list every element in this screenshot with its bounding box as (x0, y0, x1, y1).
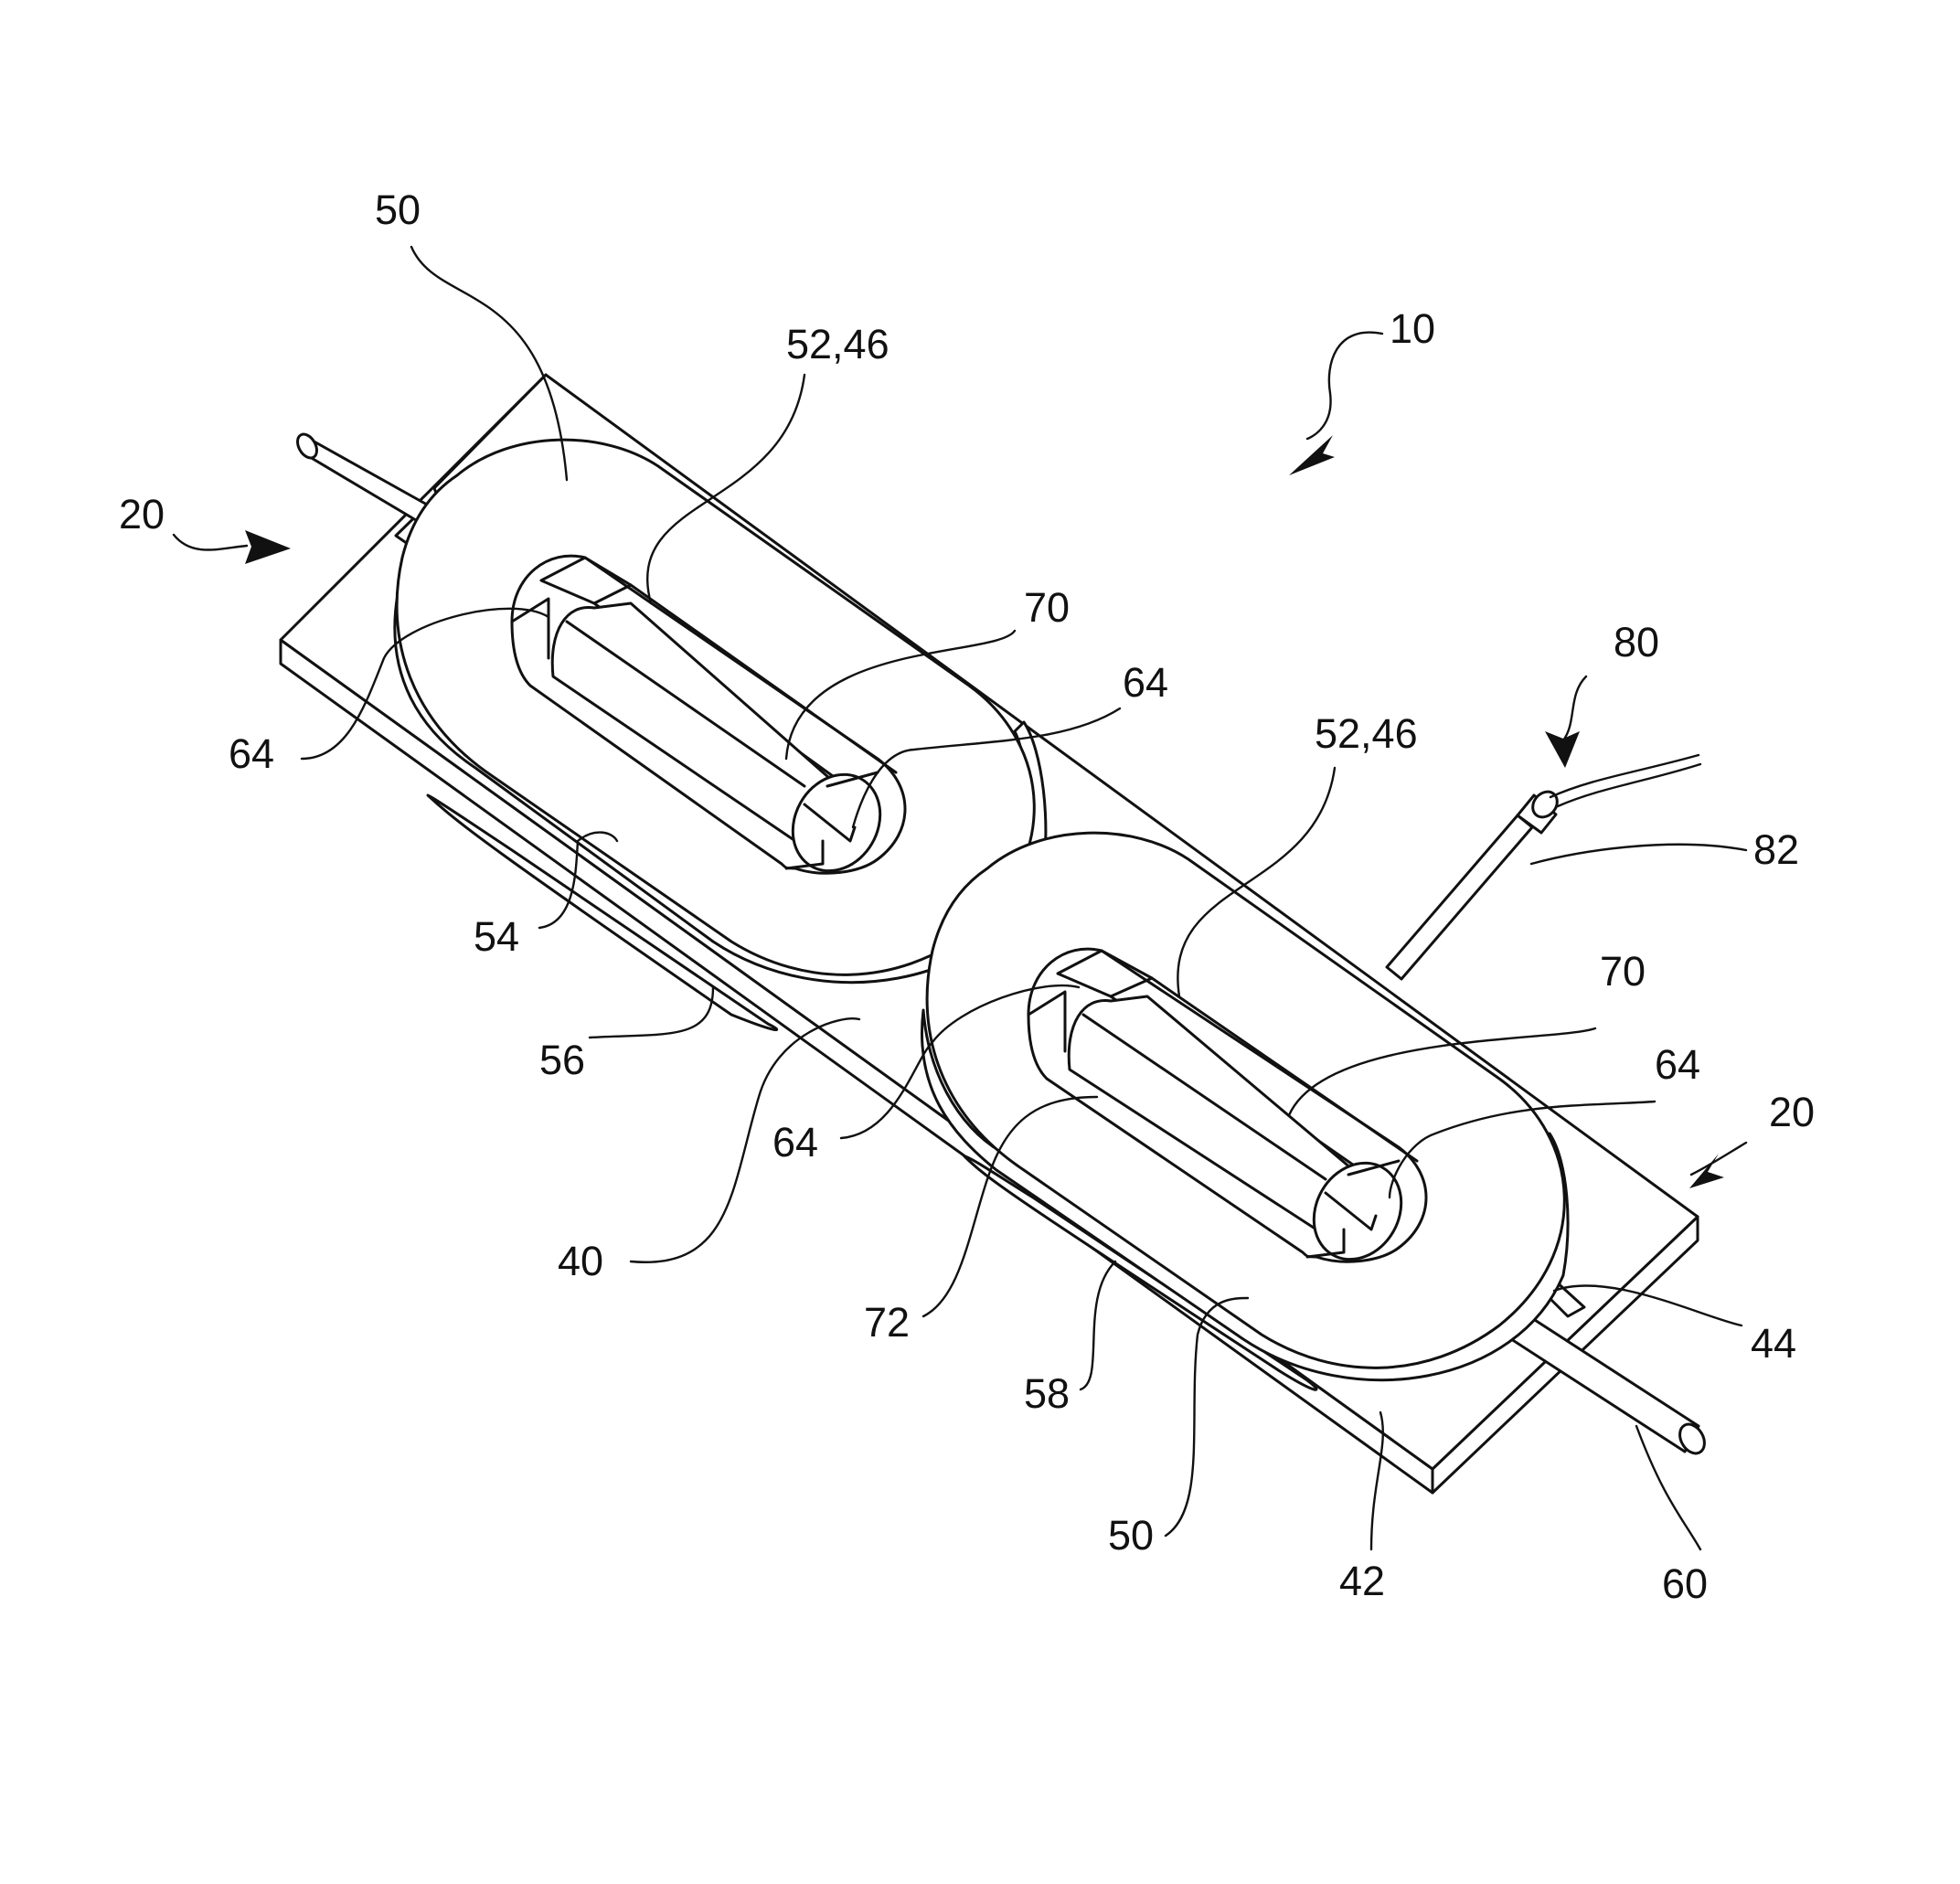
arrow-20-left (245, 530, 291, 564)
label-70-right: 70 (1600, 948, 1646, 995)
label-52-46-left: 52,46 (786, 321, 889, 367)
label-72: 72 (864, 1299, 910, 1346)
label-44: 44 (1751, 1320, 1796, 1367)
label-60: 60 (1662, 1560, 1708, 1607)
label-52-46-right: 52,46 (1315, 710, 1418, 757)
coil-right (921, 833, 1568, 1389)
label-20-right: 20 (1769, 1089, 1815, 1135)
label-54: 54 (474, 913, 519, 960)
label-10: 10 (1390, 305, 1435, 352)
label-56: 56 (539, 1037, 585, 1083)
label-64-c: 64 (772, 1119, 818, 1166)
label-64-d: 64 (1655, 1041, 1700, 1088)
label-50-top: 50 (375, 186, 421, 233)
label-80: 80 (1614, 619, 1659, 665)
label-64-b: 64 (1123, 659, 1168, 706)
label-64-a: 64 (229, 730, 274, 777)
arrow-80 (1545, 731, 1580, 768)
label-70-left: 70 (1024, 584, 1070, 631)
label-82: 82 (1753, 826, 1799, 873)
label-40: 40 (558, 1238, 603, 1284)
label-50-bottom: 50 (1108, 1512, 1154, 1559)
label-20-left: 20 (119, 491, 165, 538)
rod-left (293, 431, 435, 523)
label-42: 42 (1339, 1558, 1385, 1604)
label-58: 58 (1024, 1370, 1070, 1417)
arrow-10 (1289, 435, 1335, 475)
wire-connector (1387, 755, 1700, 979)
